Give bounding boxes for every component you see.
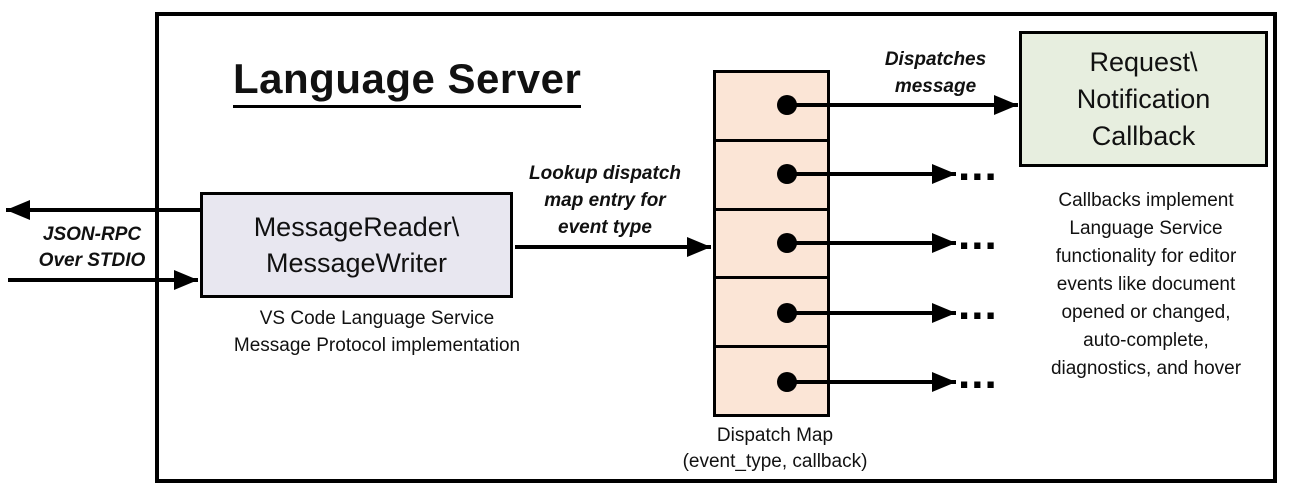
- callbacks-note-line2: Language Service: [1069, 218, 1223, 239]
- callbacks-note-line7: diagnostics, and hover: [1050, 358, 1242, 379]
- dispatch-map-cell-2: [713, 138, 830, 211]
- dispatch-map-caption: Dispatch Map (event_type, callback): [655, 423, 895, 475]
- json-rpc-stdio-label: JSON-RPC Over STDIO: [22, 222, 162, 274]
- dispatch-map-cell-1: [713, 70, 830, 142]
- message-reader-writer-box: MessageReader\ MessageWriter: [200, 192, 513, 298]
- callback-box-line2: Notification: [1076, 83, 1211, 114]
- callbacks-note: Callbacks implement Language Service fun…: [1014, 187, 1278, 383]
- ellipsis-row3: ...: [958, 210, 998, 259]
- lookup-label-line1: Lookup dispatch: [529, 163, 681, 184]
- reader-caption-line2: Message Protocol implementation: [233, 335, 521, 356]
- callbacks-note-line4: events like document: [1056, 274, 1236, 295]
- dispatches-label-line1: Dispatches: [884, 49, 987, 70]
- dispatch-map-cell-3: [713, 207, 830, 280]
- dispatch-map-caption-line1: Dispatch Map: [716, 425, 834, 446]
- lookup-label-line2: map entry for: [544, 190, 666, 211]
- dispatch-map-cell-4: [713, 276, 830, 349]
- callbacks-note-line3: functionality for editor: [1055, 246, 1237, 267]
- reader-box-line1: MessageReader\: [253, 212, 460, 242]
- dispatches-message-label: Dispatches message: [858, 46, 1013, 100]
- callbacks-note-line6: auto-complete,: [1083, 330, 1209, 351]
- reader-box-line2: MessageWriter: [265, 248, 448, 278]
- request-notification-callback-box: Request\ Notification Callback: [1019, 31, 1268, 167]
- lookup-dispatch-label: Lookup dispatch map entry for event type: [515, 160, 695, 241]
- ellipsis-row4: ...: [958, 280, 998, 329]
- callbacks-note-line1: Callbacks implement: [1058, 190, 1234, 211]
- reader-caption-line1: VS Code Language Service: [259, 308, 495, 329]
- callback-box-line3: Callback: [1091, 120, 1196, 151]
- json-rpc-label-line1: JSON-RPC: [42, 224, 142, 245]
- json-rpc-label-line2: Over STDIO: [38, 250, 146, 271]
- callback-box-line1: Request\: [1089, 46, 1198, 77]
- dispatch-map-cell-5: [713, 345, 830, 417]
- dispatch-map-column: [713, 70, 830, 417]
- diagram-title: Language Server: [233, 56, 582, 108]
- reader-box-caption: VS Code Language Service Message Protoco…: [207, 305, 547, 359]
- dispatches-label-line2: message: [894, 76, 977, 97]
- ellipsis-row2: ...: [958, 141, 998, 190]
- callbacks-note-line5: opened or changed,: [1061, 302, 1231, 323]
- dispatch-map-caption-line2: (event_type, callback): [682, 451, 868, 472]
- lookup-label-line3: event type: [558, 217, 652, 238]
- ellipsis-row5: ...: [958, 349, 998, 398]
